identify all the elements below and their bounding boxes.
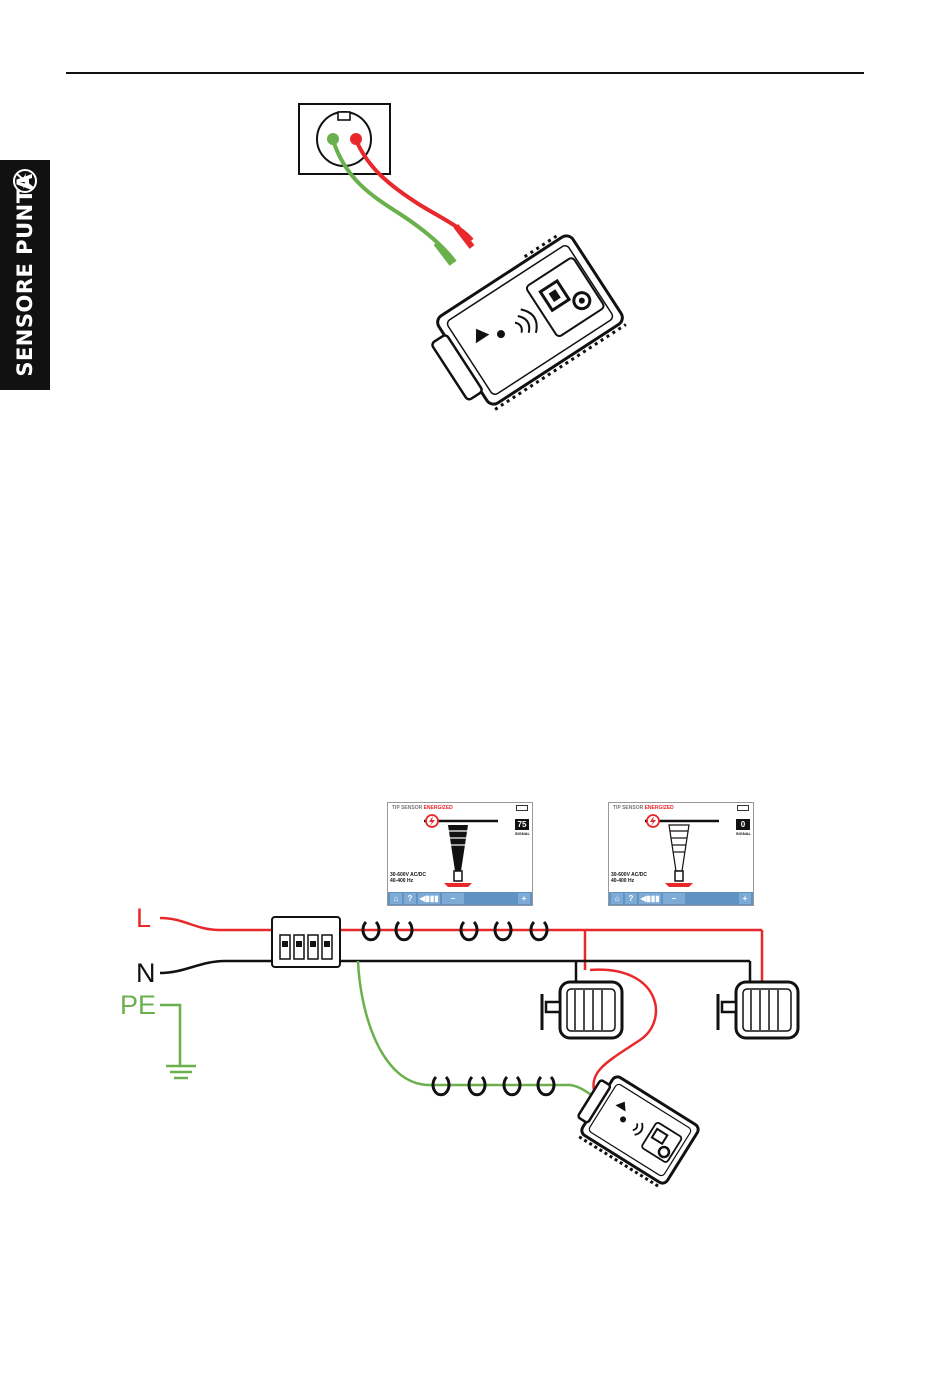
device-screen-2: TIP SENSOR ENERGIZED 0 SIGNAL 30-600V AC… bbox=[608, 802, 754, 906]
live-label: L bbox=[136, 903, 151, 934]
signal-value: 75 bbox=[515, 819, 529, 830]
ground-symbol bbox=[166, 1066, 196, 1078]
battery-icon bbox=[737, 805, 749, 811]
device-screen-1: TIP SENSOR ENERGIZED 75 SIGNAL 30-600V A… bbox=[387, 802, 533, 906]
neutral-conductor bbox=[160, 961, 272, 973]
battery-icon bbox=[516, 805, 528, 811]
volume-icon: ◀▮▮▮ bbox=[419, 894, 438, 903]
volume-button[interactable]: ◀▮▮▮ bbox=[418, 893, 440, 904]
signal-label: SIGNAL bbox=[515, 831, 530, 836]
probe-illustration bbox=[639, 813, 739, 893]
frequency-range: 40-400 Hz bbox=[611, 878, 634, 884]
earth-label: PE bbox=[120, 990, 156, 1021]
probe-illustration bbox=[418, 813, 518, 893]
volume-button[interactable]: ◀▮▮▮ bbox=[639, 893, 661, 904]
motor-1 bbox=[542, 982, 622, 1038]
home-button[interactable]: ⌂ bbox=[390, 893, 402, 904]
signal-label: SIGNAL bbox=[736, 831, 751, 836]
home-icon: ⌂ bbox=[615, 894, 620, 903]
receiver-device-small bbox=[569, 1069, 700, 1188]
frequency-range: 40-400 Hz bbox=[390, 878, 413, 884]
plus-button[interactable]: + bbox=[518, 893, 530, 904]
plus-button[interactable]: + bbox=[739, 893, 751, 904]
live-conductor bbox=[160, 918, 272, 930]
red-lead-tip bbox=[350, 133, 362, 145]
earth-conductor bbox=[160, 1005, 180, 1066]
minus-button[interactable]: − bbox=[442, 893, 464, 904]
help-button[interactable]: ? bbox=[625, 893, 637, 904]
signal-value: 0 bbox=[736, 819, 750, 830]
neutral-label: N bbox=[136, 958, 156, 989]
home-icon: ⌂ bbox=[394, 894, 399, 903]
screen-header: TIP SENSOR ENERGIZED bbox=[392, 805, 453, 811]
volume-icon: ◀▮▮▮ bbox=[640, 894, 659, 903]
help-button[interactable]: ? bbox=[404, 893, 416, 904]
screen-header: TIP SENSOR ENERGIZED bbox=[613, 805, 674, 811]
motor-2 bbox=[718, 982, 798, 1038]
minus-button[interactable]: − bbox=[663, 893, 685, 904]
home-button[interactable]: ⌂ bbox=[611, 893, 623, 904]
breaker-panel bbox=[272, 917, 340, 967]
green-lead-tip bbox=[327, 133, 339, 145]
